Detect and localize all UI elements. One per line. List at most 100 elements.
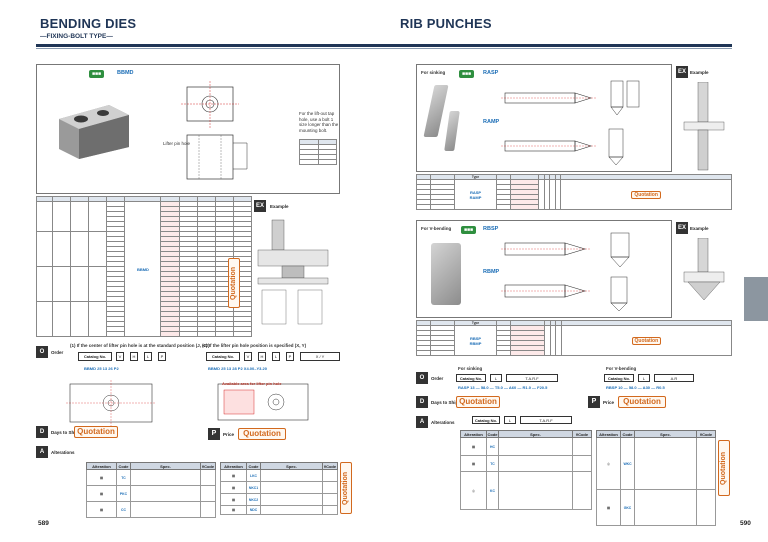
example-label-vbending: Example	[690, 226, 709, 231]
alt-field-l[interactable]: L	[504, 416, 516, 424]
alt-col-alteration: Alteration	[220, 462, 247, 470]
sinking-drawing-panel: For sinking ■■■ RASP RAMP	[416, 64, 672, 172]
page-number-right: 590	[740, 520, 751, 527]
order-field-h[interactable]: H	[130, 352, 138, 361]
alterations-table-right-b: Alteration Code Spec. ¥Code ◎WKC ▦GKC	[596, 430, 716, 526]
vbending-field-l[interactable]: L	[638, 374, 650, 382]
page-title-rib-punches: RIB PUNCHES	[400, 16, 492, 31]
left-page: BENDING DIES —FIXING-BOLT TYPE— ■■■ BBMD…	[36, 16, 384, 527]
alt-col-ycode: ¥Code	[322, 462, 338, 470]
sinking-order-example: RASP 13 — 58.0 — T5.0 — A60 — R1.0 — F20…	[458, 385, 548, 390]
type-rbmp: RBMP	[483, 269, 500, 275]
order2-field-p[interactable]: P	[286, 352, 294, 361]
order2-field-xy[interactable]: X / Y	[300, 352, 340, 361]
type-ramp: RAMP	[483, 119, 500, 125]
alt-col-spec: Spec.	[130, 462, 201, 470]
vbending-quotation-badge: Quotation	[631, 336, 662, 345]
alt-code: TC	[116, 469, 131, 486]
order-for-vbending: For V-bending	[606, 366, 637, 371]
order2-field-v[interactable]: V	[244, 352, 252, 361]
alterations-table-b: Alteration Code Spec. ¥Code ▦LKC ▦NKC1 ▦…	[220, 462, 338, 515]
for-sinking-label: For sinking	[421, 70, 446, 75]
alt-col-code: Code	[246, 462, 261, 470]
bolt-table	[299, 139, 337, 165]
product-code-badge: ■■■	[89, 70, 105, 78]
order-icon-right: O	[416, 372, 428, 384]
page-title-bending-dies: BENDING DIES	[40, 16, 137, 31]
page-subtitle: —FIXING-BOLT TYPE—	[40, 33, 113, 40]
lifter-area-diagram-2	[217, 383, 309, 421]
sinking-dimension-drawing	[501, 80, 640, 166]
alt-code: PKC	[116, 485, 131, 502]
sinking-field-tafr[interactable]: T.A.R.F	[506, 374, 558, 382]
vbending-field-ar[interactable]: A.R	[654, 374, 694, 382]
price-label-right: Price	[603, 400, 615, 405]
alt-col-code: Code	[620, 430, 635, 438]
order-label-right: Order	[431, 376, 444, 381]
price-label: Price	[223, 432, 235, 437]
alt-code: NKC1	[246, 481, 261, 494]
alterations-icon: A	[36, 446, 48, 458]
type-rasp: RASP	[483, 70, 499, 76]
alt-col-spec: Spec.	[634, 430, 697, 438]
vbending-drawing-panel: For V-bending ■■■ RBSP RBMP	[416, 220, 672, 318]
alt-code: GKC	[620, 489, 635, 526]
section-side-tab[interactable]	[744, 277, 768, 321]
example-icon-sinking: EX	[676, 66, 688, 78]
catalog-type-cell: BBMD	[124, 201, 162, 337]
punch-rbsp-illustration	[431, 243, 461, 305]
punch-ramp-illustration	[444, 111, 460, 151]
order2-field-l[interactable]: L	[272, 352, 280, 361]
days-to-ship-label: Days to Ship	[51, 430, 79, 435]
sinking-code-badge: ■■■	[459, 70, 475, 78]
alt-col-ycode: ¥Code	[696, 430, 716, 438]
sinking-catalog-box: Catalog No.	[456, 374, 486, 382]
order2-field-h[interactable]: H	[258, 352, 266, 361]
order-field-v[interactable]: V	[116, 352, 124, 361]
lifter-area-diagram-1	[66, 380, 156, 426]
price-icon: P	[208, 428, 220, 440]
price-quotation-badge: Quotation	[238, 428, 286, 440]
alt-field-tafr[interactable]: T.A.R.F	[520, 416, 572, 424]
alterations-label-right: Alterations	[431, 420, 455, 425]
type-rbsp: RBSP	[483, 226, 499, 232]
price-icon-right: P	[588, 396, 600, 408]
available-area-note: Available area for lifter pin hole	[222, 381, 282, 386]
alt-code: WKC	[620, 437, 635, 490]
alt-col-alteration: Alteration	[86, 462, 117, 470]
type-code: BBMD	[117, 70, 134, 76]
order-example-1: BBMD 25 13 26 P2	[84, 366, 119, 371]
alt-col-ycode: ¥Code	[572, 430, 592, 438]
alterations-table-a: Alteration Code Spec. ¥Code ▦TC ▦PKC ▦CC	[86, 462, 216, 518]
bolt-note: For the lift-out tap hole, use a bolt 1 …	[299, 111, 339, 133]
quotation-vertical-badge: Quotation	[228, 258, 240, 308]
alt-code: HC	[486, 437, 499, 456]
sinking-field-l[interactable]: L	[490, 374, 502, 382]
alt-col-code: Code	[116, 462, 131, 470]
alterations-quotation-badge-right: Quotation	[718, 440, 730, 496]
order-field-p[interactable]: P	[158, 352, 166, 361]
example-label-sinking: Example	[690, 70, 709, 75]
alt-col-ycode: ¥Code	[200, 462, 216, 470]
order-for-sinking: For sinking	[458, 366, 483, 371]
alt-code: NDC	[246, 505, 261, 515]
order-note-2: (2) If the lifter pin hole position is s…	[202, 343, 307, 348]
order-field-l[interactable]: L	[144, 352, 152, 361]
days-quotation-badge: Quotation	[74, 426, 118, 438]
alt-col-spec: Spec.	[498, 430, 573, 438]
page-number-left: 589	[38, 520, 49, 527]
header-rule	[384, 44, 732, 47]
vbending-order-example: RBSP 10 — 58.0 — A30 — R0.5	[606, 385, 665, 390]
vbending-example-drawing	[683, 238, 725, 301]
lifter-pin-hole-label: Lifter pin hole	[163, 141, 191, 146]
alterations-quotation-badge: Quotation	[340, 462, 352, 514]
for-vbending-label: For V-bending	[421, 226, 452, 231]
alt-col-alteration: Alteration	[596, 430, 621, 438]
vbending-code-badge: ■■■	[461, 226, 477, 234]
order-catalog-box-2: Catalog No.	[206, 352, 240, 361]
header-rule	[36, 44, 384, 47]
days-to-ship-icon-right: D	[416, 396, 428, 408]
alt-code: CC	[116, 501, 131, 518]
